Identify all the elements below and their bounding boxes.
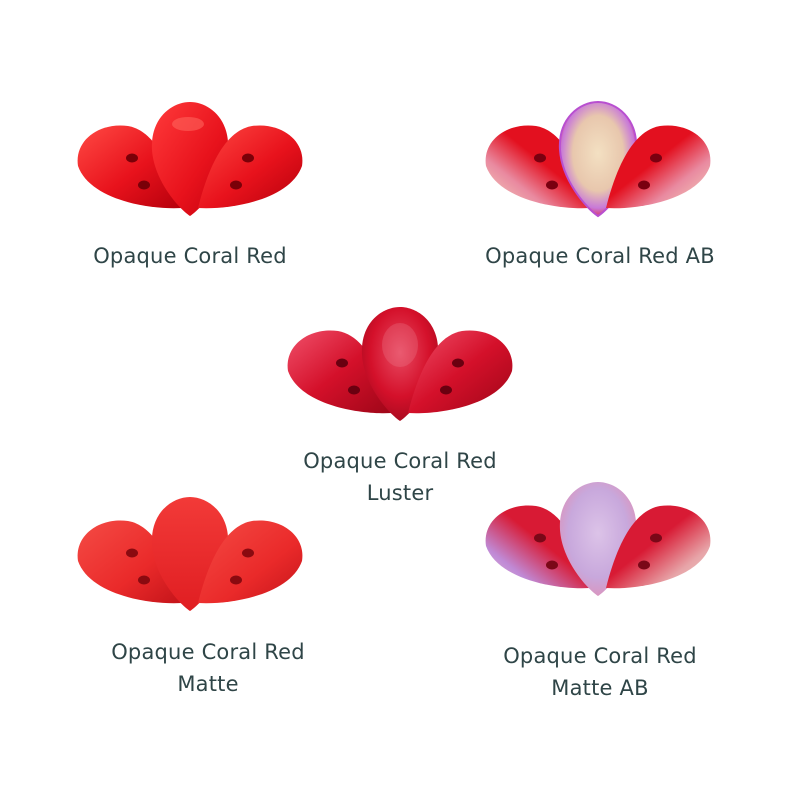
bead-trio-image — [70, 100, 310, 220]
bead-trio-image — [478, 100, 718, 220]
swatch-label: Opaque Coral Red Matte AB — [503, 644, 697, 700]
bead-right — [198, 520, 303, 604]
bead-trio-image — [478, 480, 718, 600]
bead-trio-image — [280, 305, 520, 425]
bead-right — [606, 505, 711, 589]
bead-right — [606, 125, 711, 209]
bead-right — [198, 125, 303, 209]
swatch-label: Opaque Coral Red Luster — [303, 449, 497, 505]
swatch-label: Opaque Coral Red AB — [485, 244, 715, 268]
bead-trio-image — [70, 495, 310, 615]
swatch-label: Opaque Coral Red Matte — [111, 640, 305, 696]
swatch-label: Opaque Coral Red — [93, 244, 287, 268]
bead-right — [408, 330, 513, 414]
